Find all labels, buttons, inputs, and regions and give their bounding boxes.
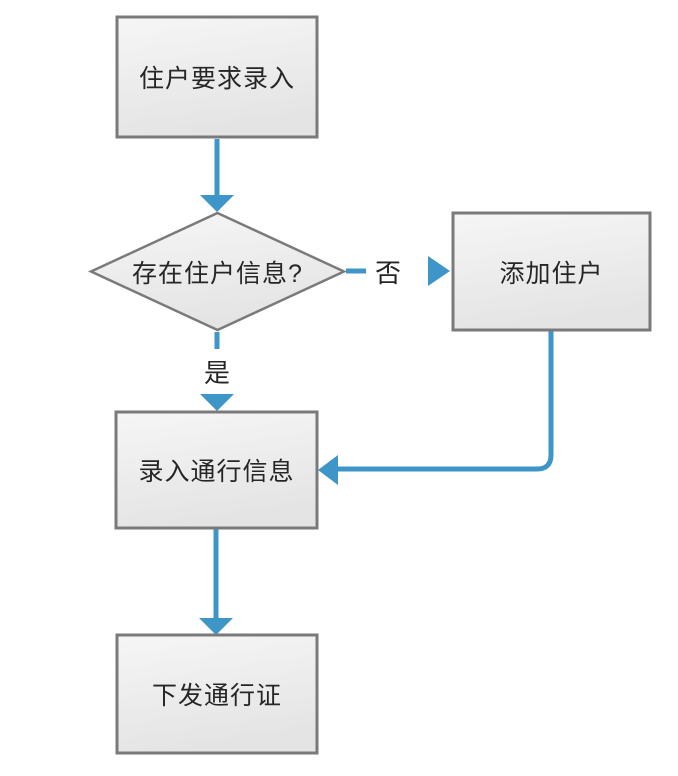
arrowhead-left-add-resident-to-enter-pass-info bbox=[318, 455, 338, 485]
node-enter-pass-info bbox=[114, 410, 319, 530]
arrowhead-down-decision-to-enter-pass-info bbox=[200, 394, 234, 411]
node-add-resident bbox=[451, 211, 652, 332]
node-decision bbox=[88, 211, 347, 332]
edge-add-resident-to-enter-pass-info bbox=[338, 331, 554, 472]
arrowhead-down-enter-pass-info-to-issue-pass bbox=[199, 618, 233, 635]
arrowhead-right-decision-to-add-resident bbox=[428, 256, 450, 286]
arrowhead-down-start-to-decision bbox=[200, 195, 234, 212]
node-start bbox=[115, 15, 319, 139]
node-issue-pass bbox=[115, 633, 319, 755]
